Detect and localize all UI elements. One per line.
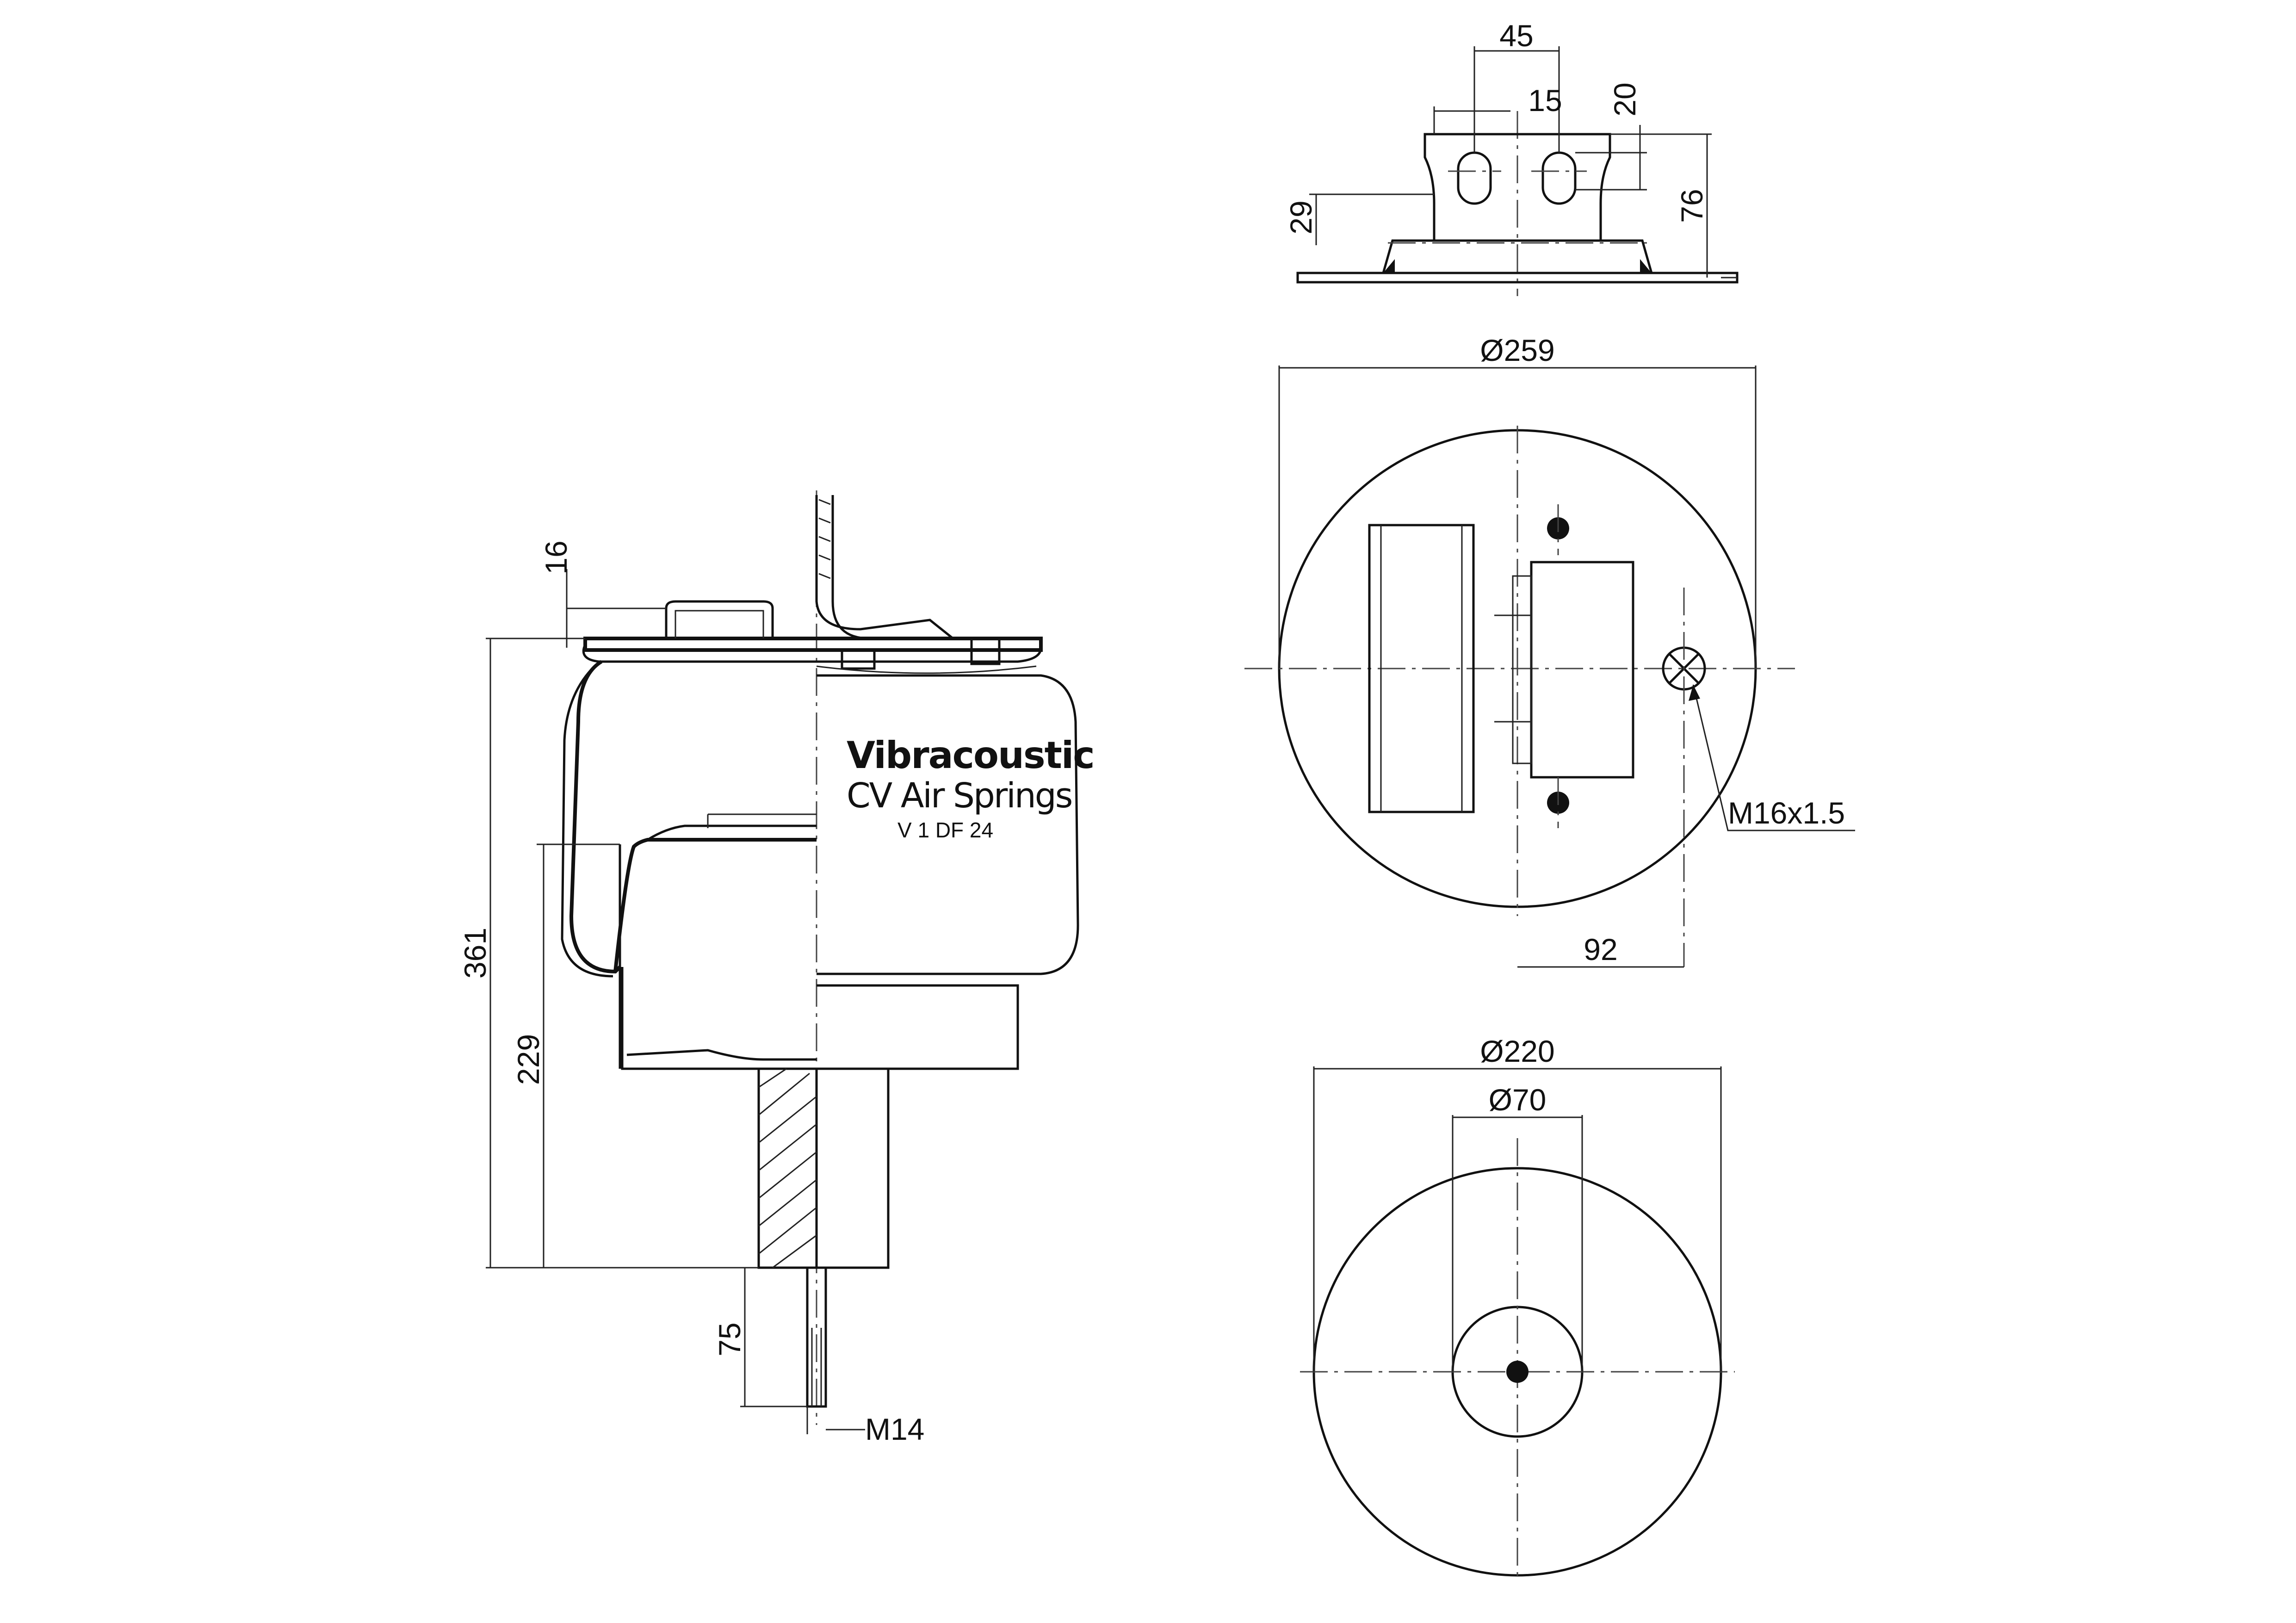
dim-hole-spacing: 15	[1528, 83, 1562, 118]
bottom-view: Ø220 Ø70	[1300, 1034, 1735, 1582]
bracket-view: 45 15 20 29 76	[1284, 19, 1739, 296]
dim-air-offset: 92	[1584, 932, 1617, 966]
dim-top-height: 16	[539, 540, 573, 574]
weld-mark-right	[1640, 259, 1652, 273]
dim-overall-height: 361	[458, 928, 492, 979]
bracket-step	[1382, 239, 1653, 273]
brand-name: Vibracoustic	[847, 734, 1094, 777]
plate-fitting	[970, 637, 1001, 665]
bracket-plan-flange	[1512, 575, 1532, 764]
bellow-outer-wall	[569, 660, 621, 974]
bracket-plan	[1530, 561, 1634, 779]
piston-right-profile	[817, 984, 1019, 1070]
piston-bottom-plate	[626, 1049, 817, 1061]
top-handle-inner	[675, 610, 764, 638]
weld-mark-left	[1383, 259, 1395, 273]
slot-hole-right	[1541, 151, 1577, 205]
air-port-leader	[1692, 684, 1855, 831]
piston-top-inner	[647, 824, 817, 841]
air-port-arrow	[1689, 685, 1700, 701]
dim-stud-length: 75	[712, 1322, 747, 1356]
base-block-hatch	[758, 1068, 817, 1269]
bellow-outer-line	[561, 665, 613, 978]
slot-hole-left	[1457, 151, 1492, 205]
piston-upper-ring	[707, 813, 817, 828]
top-plan-view: M16x1.5 Ø259 92	[1244, 333, 1855, 968]
top-handle	[665, 600, 774, 638]
dim-air-connection: M16x1.5	[1728, 796, 1845, 830]
handle-plan	[1368, 524, 1475, 813]
dim-piston-height: 229	[511, 1034, 545, 1085]
bellow-top-crease	[816, 665, 1037, 674]
piston-left-wall	[621, 967, 817, 1070]
stud	[806, 1266, 827, 1408]
dim-plate-diameter: Ø259	[1480, 333, 1554, 367]
dim-piston-diameter: Ø70	[1489, 1083, 1547, 1117]
brand-product-line: CV Air Springs	[847, 776, 1071, 816]
dim-bracket-height: 76	[1675, 189, 1709, 223]
dim-bracket-base: 29	[1284, 200, 1318, 234]
dim-hole-offset: 20	[1608, 82, 1642, 116]
bellow-right-profile	[817, 674, 1079, 975]
plate-nut	[841, 649, 876, 670]
angle-bracket	[815, 495, 957, 640]
stud-point	[1506, 1361, 1529, 1383]
side-section-view: Vibracoustic CV Air Springs V 1 DF 24 16…	[458, 490, 1095, 1446]
dim-stud-thread: M14	[865, 1412, 924, 1446]
dim-base-diameter: Ø220	[1480, 1034, 1554, 1068]
base-right-profile	[817, 1067, 890, 1269]
part-number: V 1 DF 24	[897, 818, 993, 842]
dim-bracket-width: 45	[1499, 19, 1533, 53]
base-block	[757, 1067, 818, 1269]
bracket-hatch	[818, 499, 831, 579]
bracket-body	[1423, 133, 1611, 241]
piston-top-left	[613, 838, 817, 972]
top-plate-rim	[582, 644, 1042, 663]
